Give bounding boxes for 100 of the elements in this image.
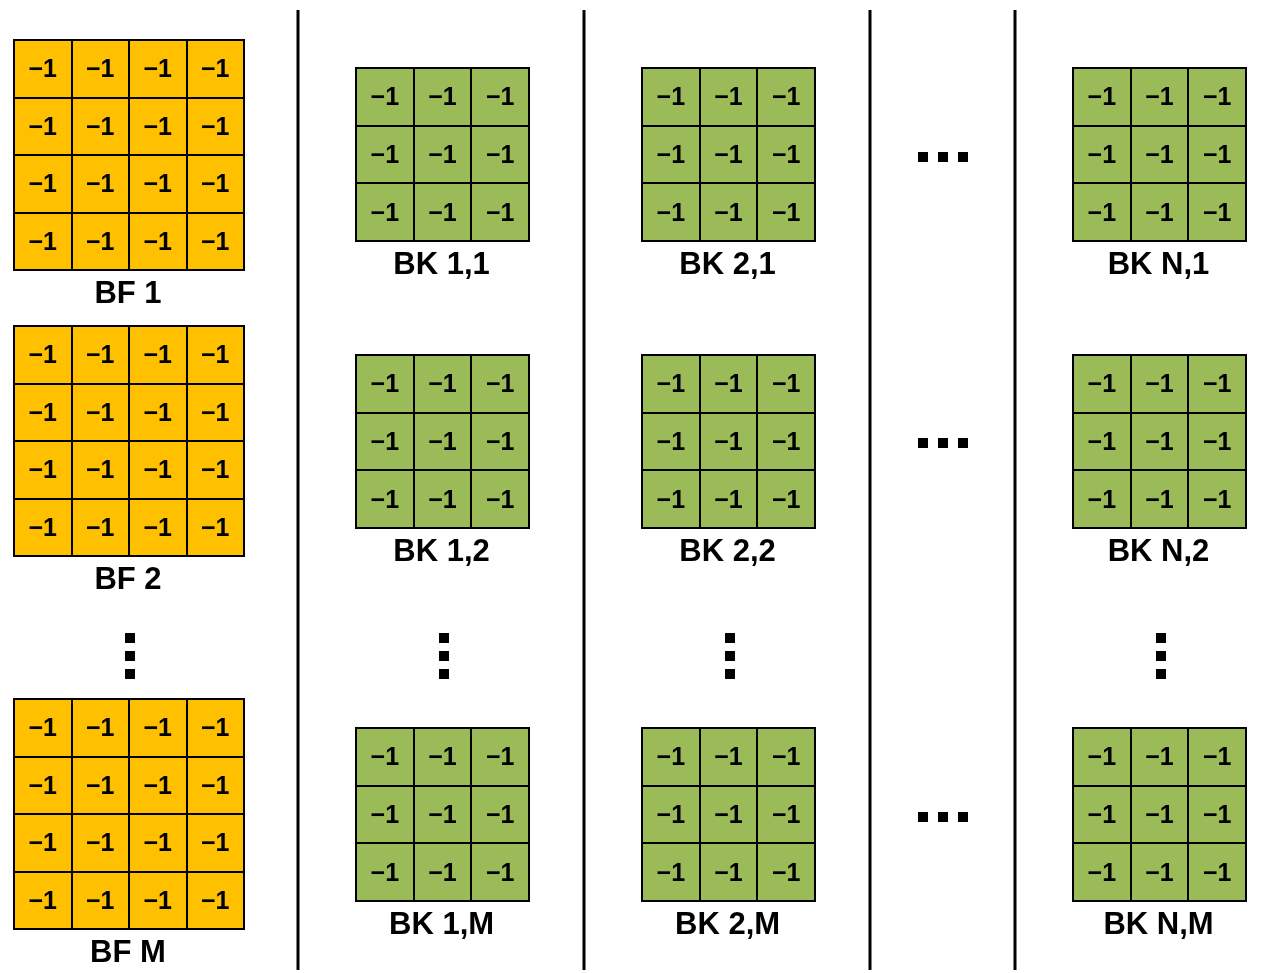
grid-cell: −1 [1072,411,1132,472]
grid-cell: −1 [412,842,473,903]
grid-cell: −1 [1187,411,1248,472]
grid-cell: −1 [641,842,701,903]
grid-cell: −1 [756,67,817,127]
grid-cell: −1 [1187,124,1248,185]
grid-cell: −1 [13,154,73,214]
grid-cell: −1 [641,124,701,185]
grid-cell: −1 [1072,124,1132,185]
grid-cell: −1 [1187,727,1248,787]
grid-cell: −1 [756,727,817,787]
grid-cell: −1 [470,182,531,243]
matrix-caption: BK 1,1 [392,246,491,283]
grid-cell: −1 [13,698,73,758]
grid-cell: −1 [698,727,759,787]
grid-cell: −1 [641,354,701,414]
grid-cell: −1 [13,813,73,873]
grid-cell: −1 [70,813,130,873]
grid-cell: −1 [1187,469,1248,530]
matrix-caption: BF 1 [93,275,163,311]
matrix-caption: BK 2,2 [678,533,777,570]
matrix-caption: BK N,2 [1106,533,1211,570]
grid-cell: −1 [756,411,817,472]
grid-cell: −1 [355,182,415,243]
grid-cell: −1 [185,813,245,873]
grid-cell: −1 [128,325,188,385]
grid-cell: −1 [1072,469,1132,530]
grid-cell: −1 [470,411,531,472]
grid-cell: −1 [128,39,188,99]
grid-cell: −1 [1187,784,1248,845]
grid-cell: −1 [355,411,415,472]
grid-cell: −1 [1072,182,1132,243]
grid-cell: −1 [1129,67,1190,127]
grid-cell: −1 [70,497,130,557]
grid-cell: −1 [412,182,473,243]
grid-cell: −1 [13,870,73,930]
grid-cell: −1 [355,67,415,127]
grid-cell: −1 [185,870,245,930]
grid-cell: −1 [128,211,188,271]
grid-cell: −1 [756,182,817,243]
grid-cell: −1 [185,698,245,758]
grid-cell: −1 [1187,182,1248,243]
grid-cell: −1 [355,784,415,845]
grid-cell: −1 [1187,354,1248,414]
matrix-caption: BK N,M [1102,906,1215,943]
grid-cell: −1 [412,469,473,530]
grid-cell: −1 [470,124,531,185]
grid-cell: −1 [1072,67,1132,127]
grid-cell: −1 [1129,469,1190,530]
grid-cell: −1 [128,698,188,758]
grid-cell: −1 [70,39,130,99]
grid-cell: −1 [1072,784,1132,845]
grid-cell: −1 [70,154,130,214]
grid-cell: −1 [128,497,188,557]
grid-cell: −1 [355,124,415,185]
matrix-caption: BK N,1 [1106,246,1211,283]
grid-cell: −1 [70,325,130,385]
grid-cell: −1 [1129,727,1190,787]
grid-cell: −1 [412,354,473,414]
grid-cell: −1 [128,755,188,815]
grid-cell: −1 [13,755,73,815]
grid-cell: −1 [641,411,701,472]
grid-cell: −1 [756,124,817,185]
grid-cell: −1 [13,211,73,271]
grid-cell: −1 [641,182,701,243]
grid-cell: −1 [128,813,188,873]
grid-cell: −1 [641,727,701,787]
grid-cell: −1 [128,154,188,214]
grid-cell: −1 [128,870,188,930]
grid-cell: −1 [756,469,817,530]
grid-cell: −1 [185,497,245,557]
grid-cell: −1 [355,469,415,530]
grid-cell: −1 [641,784,701,845]
grid-cell: −1 [1129,182,1190,243]
grid-cell: −1 [1072,727,1132,787]
grid-cell: −1 [1072,354,1132,414]
grid-cell: −1 [70,440,130,500]
matrix-caption: BK 2,1 [678,246,777,283]
grid-cell: −1 [70,870,130,930]
grid-cell: −1 [185,211,245,271]
grid-cell: −1 [412,67,473,127]
matrix-caption: BF M [89,934,167,970]
grid-cell: −1 [756,842,817,903]
grid-cell: −1 [470,727,531,787]
grid-cell: −1 [470,67,531,127]
grid-cell: −1 [355,727,415,787]
grid-cell: −1 [355,354,415,414]
grid-cell: −1 [185,96,245,156]
grid-cell: −1 [756,784,817,845]
grid-cell: −1 [13,382,73,442]
grid-cell: −1 [13,440,73,500]
grid-cell: −1 [698,469,759,530]
grid-cell: −1 [185,382,245,442]
grid-cell: −1 [185,154,245,214]
grid-cell: −1 [698,354,759,414]
grid-cell: −1 [641,67,701,127]
grid-cell: −1 [698,842,759,903]
grid-cell: −1 [13,497,73,557]
grid-cell: −1 [641,469,701,530]
grid-cell: −1 [1187,67,1248,127]
